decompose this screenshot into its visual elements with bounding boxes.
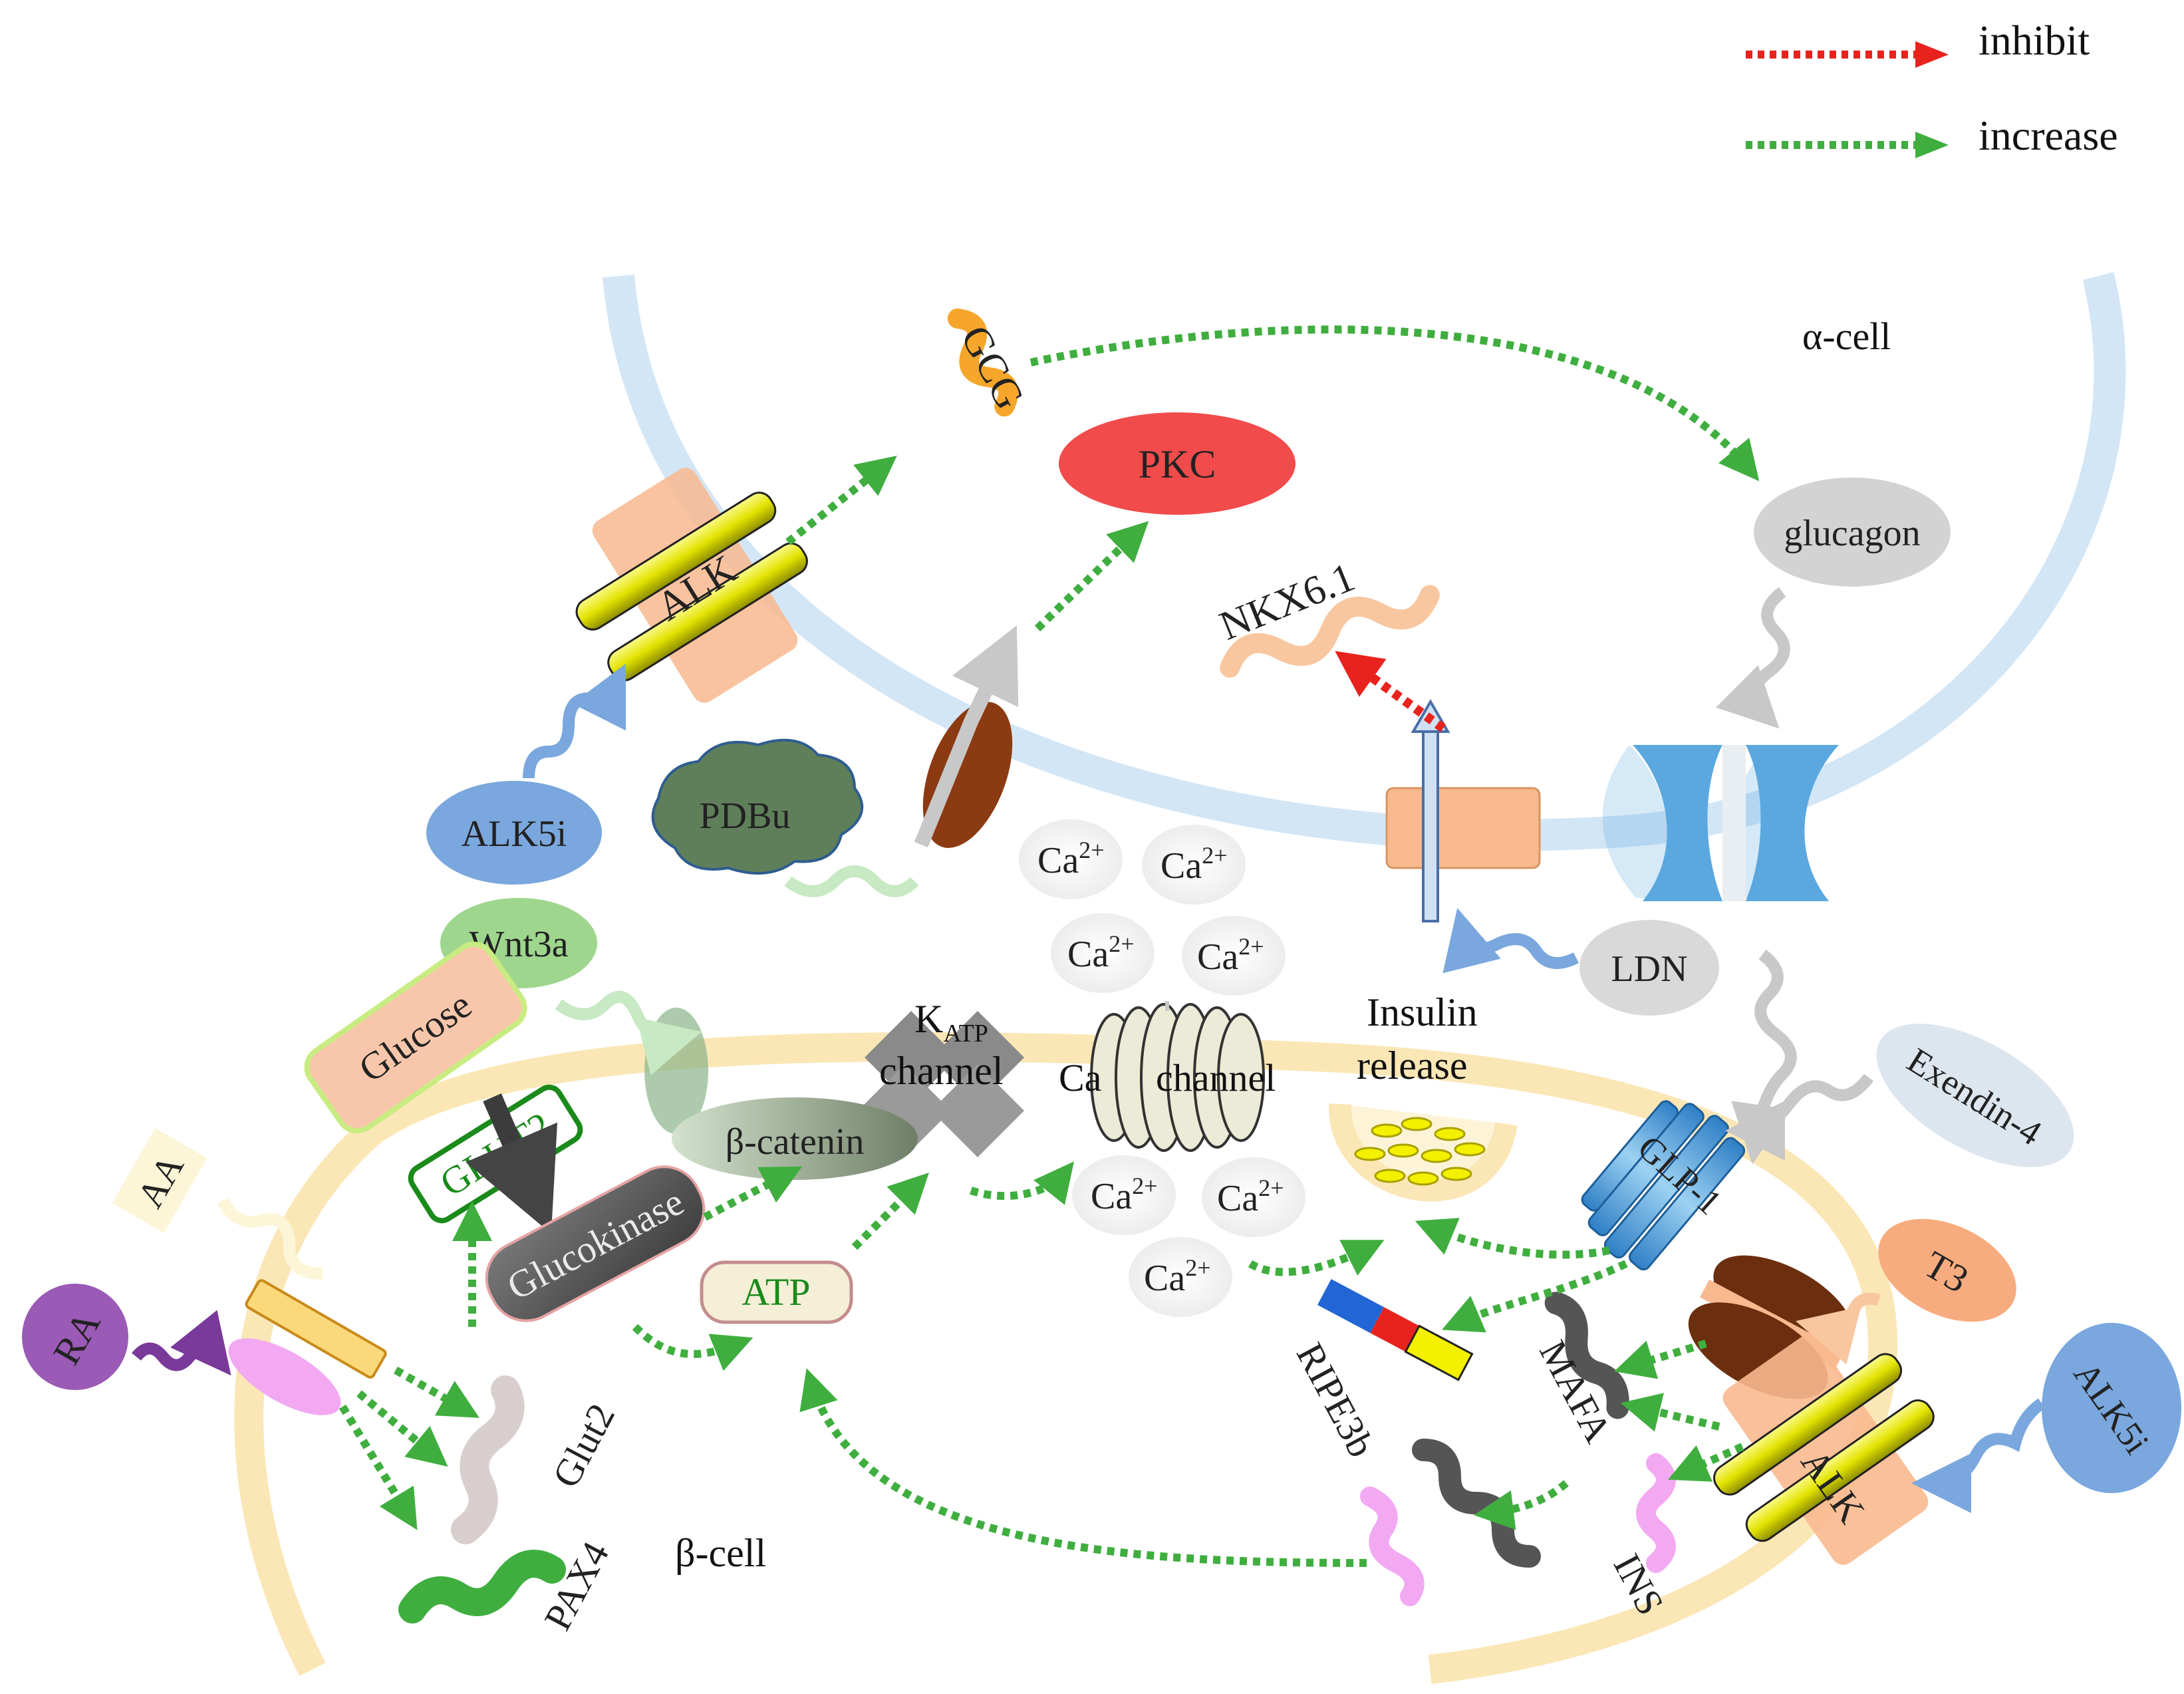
pkc-label: PKC <box>1139 442 1216 486</box>
aa-box: AA <box>112 1128 207 1233</box>
alk5i-right-ellipse <box>2042 1323 2181 1493</box>
nkx61-gene-icon <box>1220 585 1440 678</box>
increase-arrows <box>339 325 1760 1567</box>
ra-receptor <box>228 1338 341 1415</box>
calcium-channel-label-a: Ca <box>1059 1056 1101 1099</box>
t3-signal <box>1796 1292 1881 1365</box>
inhibit-legend-arrowhead <box>1915 41 1949 68</box>
ldn-label: LDN <box>1611 948 1687 990</box>
pdbu-receptor <box>922 702 1013 848</box>
exendin4-ellipse <box>1876 1024 2074 1167</box>
alk-receptor-bottom <box>1713 1335 1935 1565</box>
wnt3a-signal <box>555 990 702 1075</box>
pdbu-signal <box>784 865 919 897</box>
beta-catenin-ellipse <box>672 1097 918 1180</box>
pkc-ellipse <box>1059 412 1296 515</box>
inhibit-legend-label: inhibit <box>1979 17 2090 64</box>
atp-label: ATP <box>742 1270 810 1314</box>
alk5i-right-signal <box>1911 1398 2046 1513</box>
exendin4-signal <box>1725 1073 1874 1161</box>
svg-text:Ca2+: Ca2+ <box>1091 1173 1158 1217</box>
ldn-receptor <box>1385 699 1541 922</box>
mafa-gene-icon <box>1544 1292 1629 1419</box>
svg-text:Ca2+: Ca2+ <box>1160 842 1228 887</box>
gene-squiggle-pink <box>1360 1486 1425 1606</box>
katp-label-k: KATP <box>914 997 988 1048</box>
ripe3b-icon <box>1317 1279 1474 1381</box>
glut2-gene-label: Glut2 <box>544 1397 623 1494</box>
pax4-label: PAX4 <box>535 1534 617 1637</box>
alk-receptor-top: ALK <box>575 468 808 703</box>
insulin-release-label-1: Insulin <box>1367 990 1478 1034</box>
ldn-ellipse <box>1579 920 1719 1016</box>
glucagon-ellipse <box>1754 478 1951 587</box>
ldn-inhibit-nkx61-arrow <box>1335 650 1446 732</box>
increase-legend-label: increase <box>1979 112 2118 159</box>
calcium-channel <box>1090 1003 1265 1152</box>
alk5i-left-ellipse <box>426 781 602 885</box>
glut2-gene-icon <box>451 1375 525 1544</box>
pdbu-cloud <box>651 738 864 875</box>
aa-signal <box>217 1197 323 1280</box>
ldn-signal <box>1442 908 1579 974</box>
alk5i-left-label: ALK5i <box>462 813 567 855</box>
alk5i-to-alk-signal <box>523 663 626 779</box>
ins-gene-icon <box>1636 1453 1676 1573</box>
pdbu-label: PDBu <box>700 795 791 837</box>
alpha-to-glp1-signal <box>1731 949 1797 1165</box>
katp-channel-label: channel <box>879 1049 1004 1093</box>
atp-box <box>700 1260 853 1324</box>
svg-text:Ca2+: Ca2+ <box>1144 1254 1211 1299</box>
ra-circle <box>22 1284 128 1390</box>
alpha-cell-label: α-cell <box>1802 315 1891 358</box>
svg-text:Ca2+: Ca2+ <box>1067 930 1135 975</box>
insulin-granules <box>1354 1117 1486 1186</box>
calcium-ion-labels: Ca2+ Ca2+ Ca2+ Ca2+ Ca2+ Ca2+ Ca2+ <box>1037 837 1284 1299</box>
pdbu-receptor-to-pkc-arrow <box>914 625 1019 848</box>
glp1-channel-alpha <box>1602 745 1839 901</box>
glucagon-label: glucagon <box>1784 513 1920 554</box>
pax4-gene-icon <box>398 1550 566 1623</box>
glucagon-signal <box>1716 587 1790 729</box>
calcium-channel-label-b: channel <box>1156 1056 1276 1099</box>
ra-signal-arrow <box>131 1310 231 1376</box>
insulin-release-label-2: release <box>1357 1044 1468 1087</box>
ripe3b-label: RIPE3b <box>1288 1336 1384 1464</box>
t3-ellipse <box>1878 1218 2016 1322</box>
svg-text:Ca2+: Ca2+ <box>1037 837 1105 881</box>
glucose-uptake-arrow <box>466 1093 558 1234</box>
beta-cell-label: β-cell <box>675 1531 766 1575</box>
aa-transporter <box>245 1279 387 1379</box>
increase-legend-arrowhead <box>1915 132 1949 158</box>
gene-squiggle-dark <box>1412 1439 1541 1568</box>
svg-text:Ca2+: Ca2+ <box>1197 933 1264 978</box>
svg-text:Ca2+: Ca2+ <box>1217 1175 1284 1219</box>
legend: inhibit increase <box>1746 17 2118 159</box>
calcium-ions-extracellular <box>1019 819 1286 996</box>
calcium-ions-intracellular <box>1072 1155 1305 1317</box>
gcg-gene-icon <box>947 308 1019 417</box>
beta-catenin-label: β-catenin <box>726 1121 865 1163</box>
glp1-receptor <box>1581 1100 1746 1271</box>
